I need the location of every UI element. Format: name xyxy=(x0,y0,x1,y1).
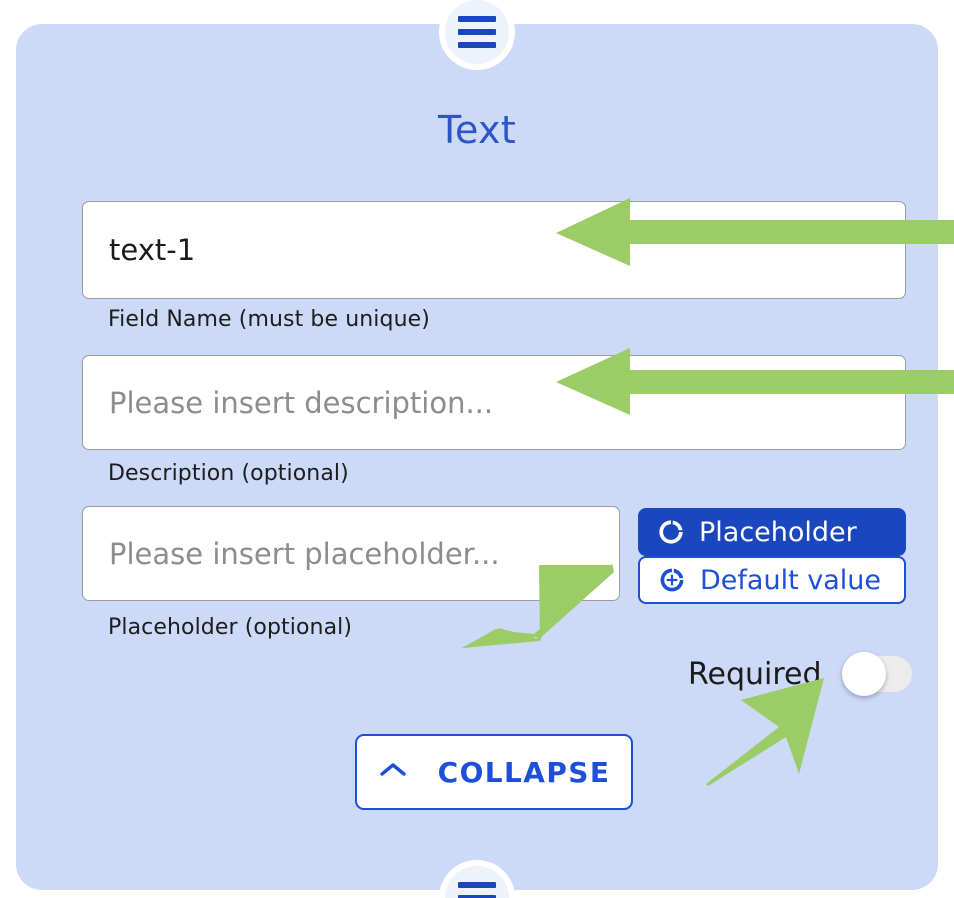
required-toggle[interactable] xyxy=(841,652,912,696)
collapse-button[interactable]: COLLAPSE xyxy=(355,734,633,810)
description-input[interactable] xyxy=(82,355,906,450)
drag-handle-icon xyxy=(458,42,496,48)
required-row: Required xyxy=(688,652,912,696)
drag-handle-icon xyxy=(458,882,496,888)
placeholder-mode-button[interactable]: Placeholder xyxy=(638,508,906,556)
chevron-up-icon xyxy=(378,760,408,784)
placeholder-label: Placeholder (optional) xyxy=(108,615,353,640)
required-toggle-knob xyxy=(841,652,886,696)
drag-handle-top[interactable] xyxy=(439,0,515,70)
default-value-mode-button[interactable]: Default value xyxy=(638,556,906,604)
description-label: Description (optional) xyxy=(108,461,349,486)
donut-ring-icon xyxy=(657,518,685,546)
required-label: Required xyxy=(688,656,822,692)
default-value-mode-label: Default value xyxy=(700,564,881,596)
drag-handle-icon xyxy=(458,16,496,22)
field-name-label: Field Name (must be unique) xyxy=(108,307,430,332)
page-title: Text xyxy=(437,108,517,152)
drag-handle-icon xyxy=(458,895,496,898)
collapse-label: COLLAPSE xyxy=(437,755,611,789)
placeholder-mode-label: Placeholder xyxy=(699,516,857,548)
drag-handle-bottom[interactable] xyxy=(439,860,515,898)
field-name-input[interactable] xyxy=(82,201,906,299)
field-settings-card: Text Field Name (must be unique) Descrip… xyxy=(16,0,938,898)
placeholder-input[interactable] xyxy=(82,506,620,601)
donut-plus-icon xyxy=(658,566,686,594)
drag-handle-icon xyxy=(458,29,496,35)
